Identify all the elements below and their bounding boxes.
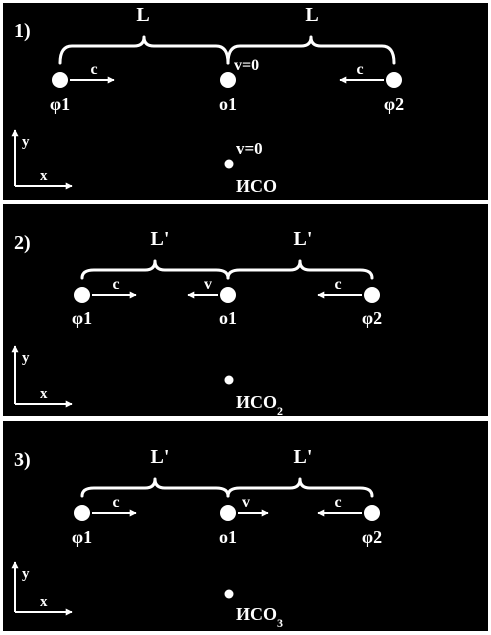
frame-label: ИСО <box>236 176 277 196</box>
distance-brace-left <box>80 259 230 280</box>
photon-left-label: φ1 <box>72 308 92 328</box>
distance-brace-right <box>226 35 396 65</box>
distance-label-right: L' <box>294 228 313 250</box>
photon-right-dot <box>386 72 402 88</box>
photon-left-dot <box>74 287 90 303</box>
photon-right-label: φ2 <box>362 527 382 547</box>
distance-label-left: L' <box>151 228 170 250</box>
panel-label: 3) <box>14 449 31 471</box>
distance-label-left: L' <box>151 446 170 468</box>
panel-background <box>3 204 488 416</box>
y-axis-label: y <box>22 134 30 150</box>
distance-brace-right <box>226 477 374 498</box>
photon-right-label: φ2 <box>362 308 382 328</box>
observer-velocity-label: v=0 <box>234 57 259 74</box>
photon-right-dot <box>364 505 380 521</box>
observer-label: o1 <box>219 308 237 328</box>
photon-right-velocity-label: c <box>334 494 341 511</box>
distance-brace-left <box>80 477 230 498</box>
frame-origin-dot <box>224 159 234 169</box>
frame-subscript: 3 <box>277 616 283 630</box>
photon-left-label: φ1 <box>50 94 70 114</box>
x-axis-label: x <box>40 168 48 184</box>
observer-dot <box>220 72 236 88</box>
photon-left-label: φ1 <box>72 527 92 547</box>
distance-label-left: L <box>136 4 149 26</box>
distance-label-right: L' <box>294 446 313 468</box>
observer-label: o1 <box>219 94 237 114</box>
photon-left-velocity-label: c <box>90 61 97 78</box>
photon-left-dot <box>52 72 68 88</box>
y-axis-label: y <box>22 566 30 582</box>
photon-right-dot <box>364 287 380 303</box>
distance-label-right: L <box>305 4 318 26</box>
panel-background <box>3 3 488 200</box>
observer-velocity-label: v <box>204 276 212 293</box>
photon-right-velocity-label: c <box>356 61 363 78</box>
observer-dot <box>220 287 236 303</box>
panel-background <box>3 421 488 631</box>
photon-left-velocity-label: c <box>112 494 119 511</box>
photon-right-label: φ2 <box>384 94 404 114</box>
frame-origin-dot <box>224 589 234 599</box>
observer-dot <box>220 505 236 521</box>
observer-velocity-label: v <box>242 494 250 511</box>
frame-origin-dot <box>224 375 234 385</box>
photon-right-velocity-label: c <box>334 276 341 293</box>
distance-brace-right <box>226 259 374 280</box>
distance-brace-left <box>58 35 230 65</box>
frame-velocity-label: v=0 <box>236 139 263 158</box>
panel-label: 1) <box>14 20 31 42</box>
panel-label: 2) <box>14 232 31 254</box>
x-axis-label: x <box>40 594 48 610</box>
photon-left-velocity-label: c <box>112 276 119 293</box>
frame-subscript: 2 <box>277 404 283 418</box>
y-axis-label: y <box>22 350 30 366</box>
x-axis-label: x <box>40 386 48 402</box>
observer-label: o1 <box>219 527 237 547</box>
photon-left-dot <box>74 505 90 521</box>
